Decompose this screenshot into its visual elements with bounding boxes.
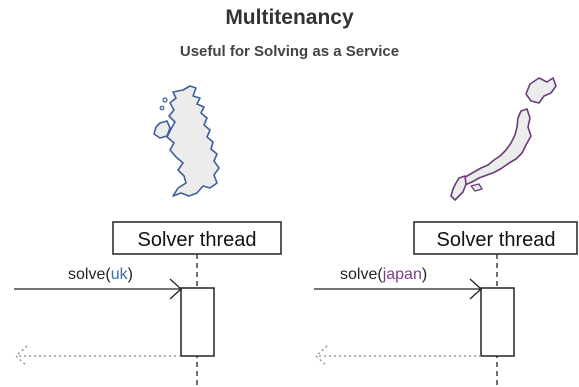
right-solver-thread-box: [413, 221, 578, 255]
left-call-suffix: ): [128, 266, 133, 283]
uk-map-icon: [153, 85, 220, 197]
left-solver-thread-label: Solver thread: [138, 229, 257, 251]
left-call-prefix: solve(: [68, 266, 111, 283]
right-solver-thread-label: Solver thread: [437, 229, 556, 251]
japan-map-icon: [450, 77, 557, 201]
left-call-arg: uk: [111, 266, 129, 283]
right-call-arrowhead: [469, 278, 482, 300]
diagram-subtitle: Useful for Solving as a Service: [179, 43, 400, 60]
right-call-prefix: solve(: [340, 266, 383, 283]
left-call-arrowhead: [169, 278, 182, 300]
right-call-suffix: ): [422, 266, 427, 283]
diagram-title: Multitenancy: [225, 6, 354, 29]
right-call-arg: japan: [382, 266, 422, 283]
left-activation-bar: [180, 287, 215, 357]
left-call-label: solve(uk): [68, 266, 133, 283]
left-solver-thread-box: [112, 221, 282, 255]
right-activation-bar: [480, 287, 515, 357]
right-call-label: solve(japan): [340, 266, 427, 283]
